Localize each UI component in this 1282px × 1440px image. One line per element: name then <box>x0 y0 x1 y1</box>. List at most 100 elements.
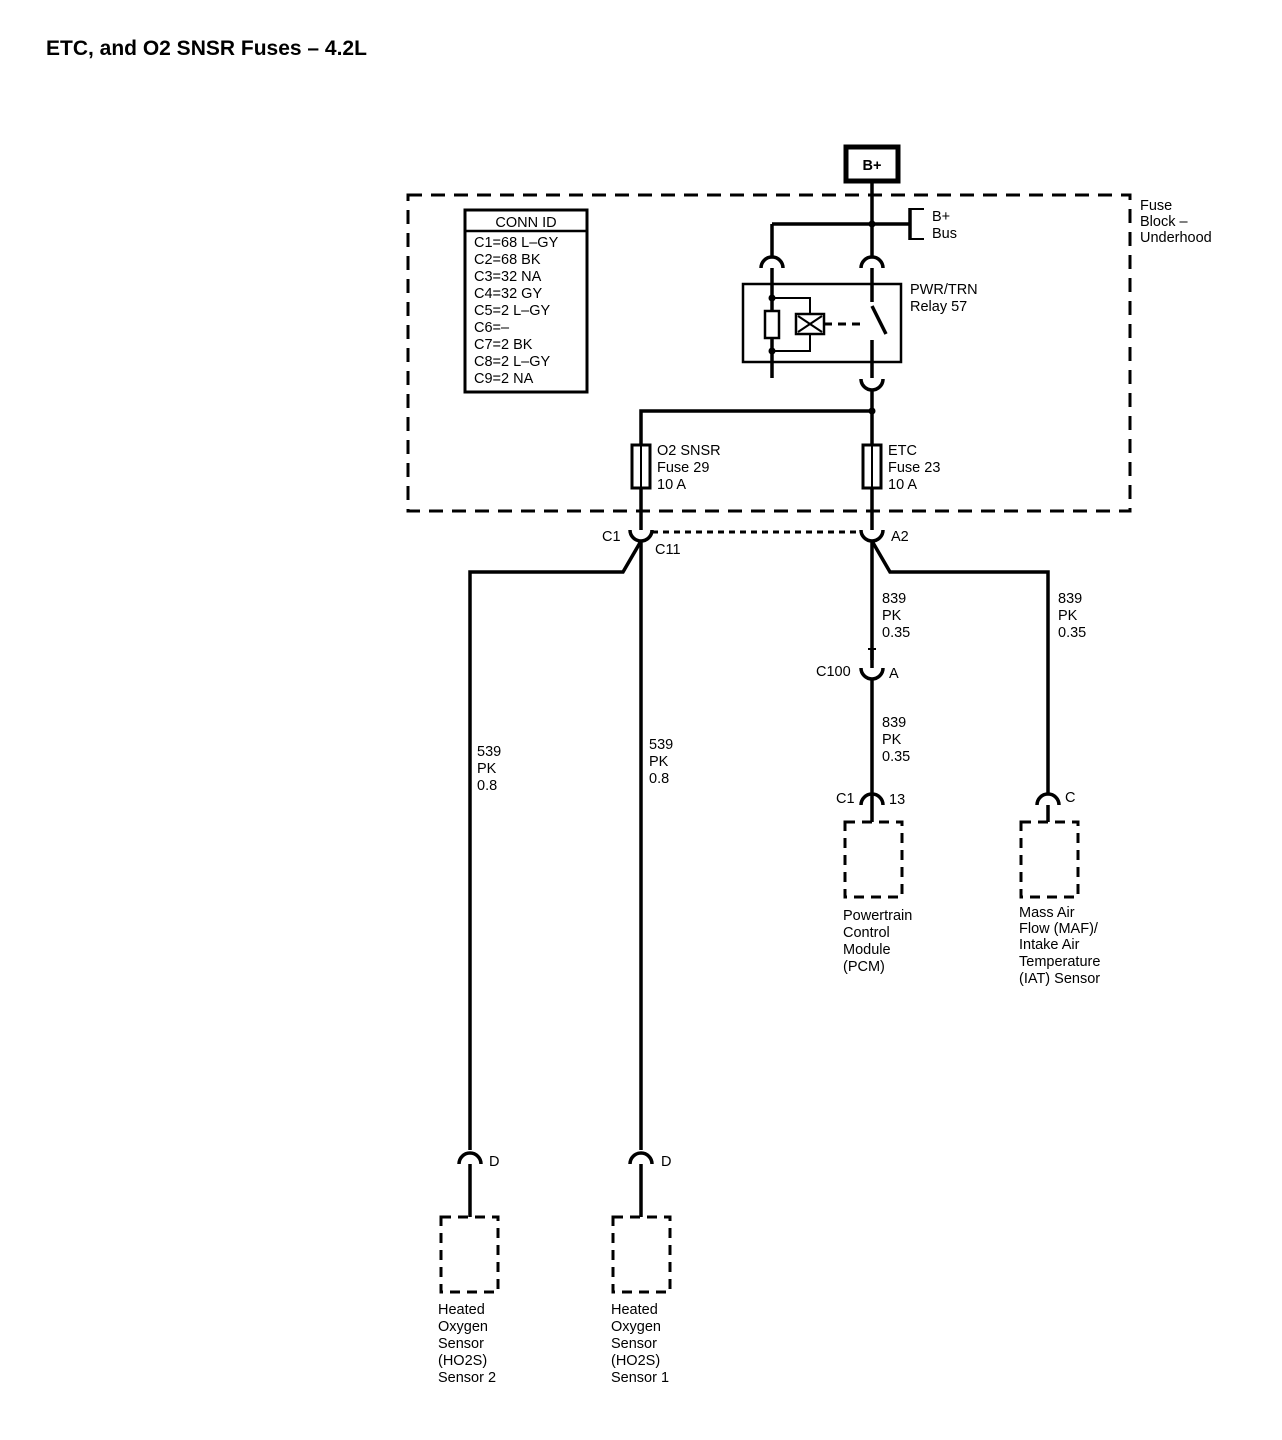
wire-label-539-left: 539 PK 0.8 <box>477 744 501 794</box>
maf-sensor-box <box>1019 820 1080 899</box>
relay-terminal-87 <box>859 378 885 392</box>
conn-id-row: C2=68 BK <box>474 252 541 268</box>
o2-fuse-feed-wire <box>639 409 872 445</box>
svg-text:PK: PK <box>882 608 902 624</box>
svg-text:O2 SNSR: O2 SNSR <box>657 443 721 459</box>
conn-id-row: C8=2 L–GY <box>474 354 551 370</box>
svg-text:PK: PK <box>1058 608 1078 624</box>
svg-text:A2: A2 <box>891 529 909 545</box>
ho2s-sensor-2: D Heated Oxygen Sensor (HO2S) Sensor 2 <box>438 1151 500 1386</box>
svg-text:839: 839 <box>882 591 906 607</box>
ho2s2-sensor-box <box>439 1215 500 1294</box>
svg-text:13: 13 <box>889 792 905 808</box>
svg-text:D: D <box>661 1154 671 1170</box>
svg-text:Flow (MAF)/: Flow (MAF)/ <box>1019 921 1099 937</box>
etc-fuse: ETC Fuse 23 10 A <box>861 443 940 493</box>
svg-text:B+: B+ <box>932 209 950 225</box>
pcm-module-box <box>843 820 904 899</box>
fuse-block-outline <box>406 193 1132 513</box>
svg-text:539: 539 <box>477 744 501 760</box>
svg-text:Bus: Bus <box>932 226 957 242</box>
svg-text:Module: Module <box>843 942 891 958</box>
relay-switch-contact-icon <box>870 305 888 335</box>
connector-c100: C100 A <box>816 648 899 682</box>
svg-text:Sensor 2: Sensor 2 <box>438 1370 496 1386</box>
maf-iat-sensor: C Mass Air Flow (MAF)/ Intake Air Temper… <box>1019 790 1100 987</box>
conn-id-row: C9=2 NA <box>474 371 534 387</box>
svg-text:0.35: 0.35 <box>882 625 910 641</box>
connector-a2: A2 <box>859 529 909 545</box>
svg-text:Sensor: Sensor <box>611 1336 657 1352</box>
o2-snsr-fuse: O2 SNSR Fuse 29 10 A <box>630 443 721 493</box>
svg-text:Oxygen: Oxygen <box>611 1319 661 1335</box>
svg-text:C: C <box>1065 790 1075 806</box>
conn-id-table: CONN ID C1=68 L–GY C2=68 BK C3=32 NA C4=… <box>463 208 589 394</box>
wire-539-ho2s2 <box>468 540 643 1150</box>
relay-terminal-86 <box>759 255 785 269</box>
svg-text:Underhood: Underhood <box>1140 230 1212 246</box>
svg-text:A: A <box>889 666 899 682</box>
svg-text:Mass Air: Mass Air <box>1019 905 1075 921</box>
svg-text:PK: PK <box>477 761 497 777</box>
ho2s2-terminal <box>457 1151 483 1165</box>
conn-id-row: C5=2 L–GY <box>474 303 551 319</box>
svg-text:PK: PK <box>649 754 669 770</box>
maf-terminal <box>1035 792 1061 806</box>
conn-id-row: C7=2 BK <box>474 337 533 353</box>
svg-text:C1: C1 <box>836 791 855 807</box>
wire-label-539-right: 539 PK 0.8 <box>649 737 673 787</box>
svg-text:0.35: 0.35 <box>882 749 910 765</box>
svg-text:10 A: 10 A <box>657 477 686 493</box>
ho2s1-terminal <box>628 1151 654 1165</box>
bplus-source: B+ <box>843 144 901 184</box>
svg-text:539: 539 <box>649 737 673 753</box>
svg-text:(HO2S): (HO2S) <box>438 1353 487 1369</box>
svg-text:Fuse: Fuse <box>1140 198 1172 214</box>
svg-text:Sensor: Sensor <box>438 1336 484 1352</box>
pcm-component: C1 13 Powertrain Control Module (PCM) <box>836 791 912 975</box>
svg-text:(PCM): (PCM) <box>843 959 885 975</box>
svg-text:Fuse 23: Fuse 23 <box>888 460 940 476</box>
svg-text:0.8: 0.8 <box>477 778 497 794</box>
svg-text:C1: C1 <box>602 529 621 545</box>
svg-text:ETC: ETC <box>888 443 917 459</box>
conn-id-header: CONN ID <box>495 215 556 231</box>
wire-label-839-maf: 839 PK 0.35 <box>1058 591 1086 641</box>
svg-text:D: D <box>489 1154 499 1170</box>
wire-839-maf <box>870 540 1050 795</box>
svg-text:839: 839 <box>1058 591 1082 607</box>
svg-text:Fuse 29: Fuse 29 <box>657 460 709 476</box>
pwr-trn-relay: PWR/TRN Relay 57 <box>741 255 978 392</box>
connector-c1-c11: C1 C11 <box>602 529 681 558</box>
ho2s-sensor-1: D Heated Oxygen Sensor (HO2S) Sensor 1 <box>611 1151 672 1386</box>
relay-diode-icon <box>763 309 781 340</box>
wire-label-839-lower: 839 PK 0.35 <box>882 715 910 765</box>
svg-text:Intake Air: Intake Air <box>1019 937 1080 953</box>
svg-text:Heated: Heated <box>438 1302 485 1318</box>
svg-text:Temperature: Temperature <box>1019 954 1100 970</box>
page-title: ETC, and O2 SNSR Fuses – 4.2L <box>46 37 367 60</box>
conn-id-row: C6=– <box>474 320 510 336</box>
conn-id-row: C3=32 NA <box>474 269 542 285</box>
ho2s1-sensor-box <box>611 1215 672 1294</box>
conn-id-row: C1=68 L–GY <box>474 235 559 251</box>
svg-text:839: 839 <box>882 715 906 731</box>
svg-text:Powertrain: Powertrain <box>843 908 912 924</box>
svg-text:C100: C100 <box>816 664 851 680</box>
svg-text:Control: Control <box>843 925 890 941</box>
bplus-label: B+ <box>863 158 882 174</box>
conn-id-row: C4=32 GY <box>474 286 542 302</box>
svg-text:Sensor 1: Sensor 1 <box>611 1370 669 1386</box>
wire-label-839-upper: 839 PK 0.35 <box>882 591 910 641</box>
svg-text:Heated: Heated <box>611 1302 658 1318</box>
relay-terminal-30 <box>859 255 885 269</box>
svg-text:(IAT) Sensor: (IAT) Sensor <box>1019 971 1100 987</box>
svg-text:PK: PK <box>882 732 902 748</box>
svg-text:Relay 57: Relay 57 <box>910 299 967 315</box>
svg-text:PWR/TRN: PWR/TRN <box>910 282 978 298</box>
bplus-bus: B+ Bus <box>772 208 957 242</box>
svg-text:0.35: 0.35 <box>1058 625 1086 641</box>
svg-text:10 A: 10 A <box>888 477 917 493</box>
svg-text:Block –: Block – <box>1140 214 1188 230</box>
